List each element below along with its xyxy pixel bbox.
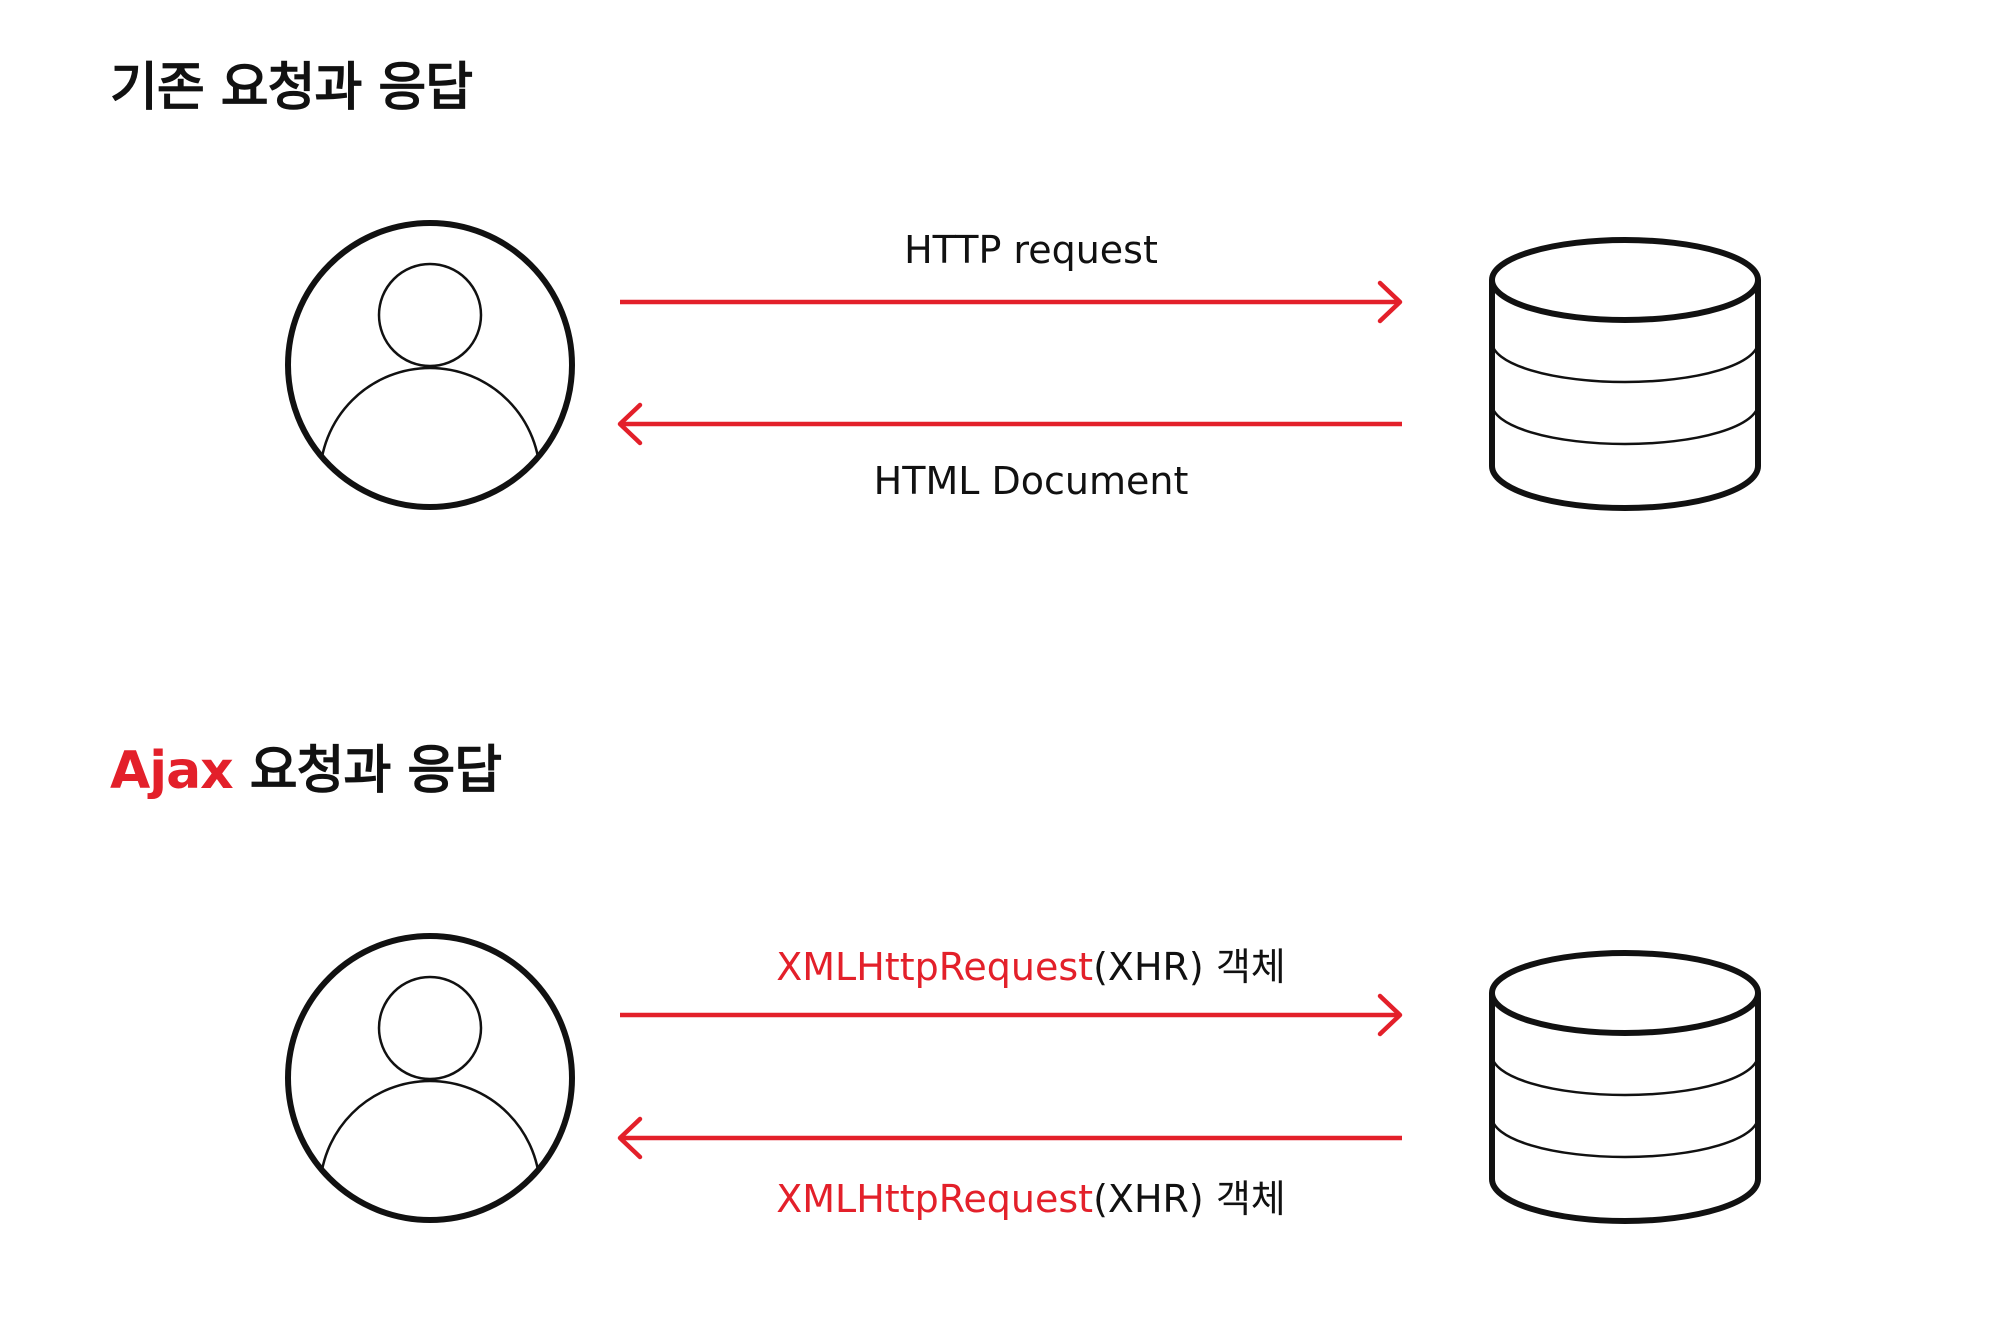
user-icon: [285, 933, 575, 1223]
response-label-traditional: HTML Document: [874, 462, 1189, 500]
label-text: HTML Document: [873, 459, 1189, 503]
title-text: 요청과 응답: [232, 741, 502, 801]
section-title-ajax: Ajax 요청과 응답: [110, 745, 502, 797]
request-label-ajax: XMLHttpRequest(XHR) 객체: [776, 948, 1286, 986]
request-arrow: [620, 993, 1403, 1037]
database-icon: [1489, 950, 1761, 1224]
label-text: (XHR) 객체: [1093, 945, 1286, 989]
title-accent: Ajax: [110, 741, 234, 801]
request-arrow: [620, 280, 1403, 324]
database-icon: [1489, 237, 1761, 511]
label-text: (XHR) 객체: [1093, 1177, 1286, 1221]
response-arrow: [617, 402, 1402, 446]
response-label-ajax: XMLHttpRequest(XHR) 객체: [776, 1180, 1286, 1218]
user-icon: [285, 220, 575, 510]
label-accent: XMLHttpRequest: [776, 1177, 1094, 1221]
request-label-traditional: HTTP request: [904, 231, 1158, 269]
section-title-traditional: 기존 요청과 응답: [110, 62, 473, 114]
label-accent: XMLHttpRequest: [776, 945, 1094, 989]
title-text: 기존 요청과 응답: [110, 58, 473, 118]
response-arrow: [617, 1116, 1402, 1160]
label-text: HTTP request: [904, 228, 1158, 272]
